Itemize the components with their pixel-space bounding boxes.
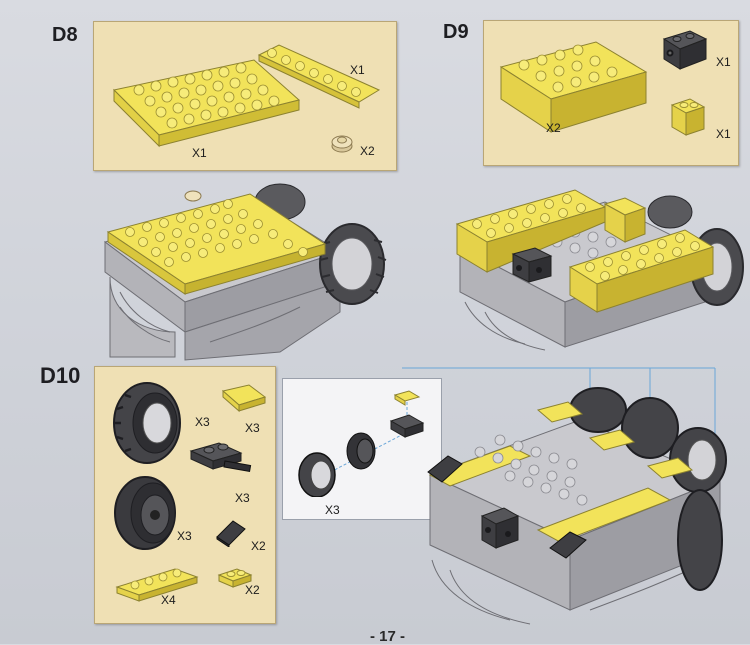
page-number: - 17 - <box>370 628 406 645</box>
yellow-plate-1x8-icon <box>257 44 381 109</box>
yellow-brick-2x6-icon <box>499 41 648 133</box>
step-label-d9: D9 <box>443 21 469 43</box>
round-plate-icon <box>331 135 353 153</box>
qty-tire: X3 <box>195 415 210 429</box>
yellow-brick-1x2-icon <box>670 98 706 136</box>
dark-slope-icon <box>216 520 246 547</box>
qty-long-brick: X2 <box>546 121 561 135</box>
sub-assembly-panel-d10: X3 <box>282 378 442 520</box>
qty-round-plate: X2 <box>360 144 375 158</box>
axle-plate-icon <box>189 442 252 473</box>
dark-technic-brick-icon <box>662 30 708 70</box>
wheel-assembly-icon <box>298 390 425 497</box>
step-label-d8: D8 <box>52 24 78 46</box>
parts-panel-d8: X1 X1 X2 <box>93 21 397 171</box>
qty-plate-long: X1 <box>350 63 365 77</box>
qty-wheel-assembly: X3 <box>325 503 340 517</box>
tire-icon <box>113 382 181 464</box>
qty-plate-large: X1 <box>192 146 207 160</box>
yellow-plate-4x8-icon <box>112 59 301 148</box>
qty-dark-brick: X1 <box>716 55 731 69</box>
qty-tile: X3 <box>245 421 260 435</box>
qty-small-brick: X1 <box>716 127 731 141</box>
parts-panel-d10: X3 X3 X3 X3 X2 X4 <box>94 366 276 624</box>
parts-panel-d9: X2 X1 X1 <box>483 20 739 166</box>
qty-plate-1x4: X4 <box>161 593 176 607</box>
qty-rim: X3 <box>177 529 192 543</box>
yellow-plate-1x2-icon <box>217 568 253 588</box>
yellow-plate-1x4-icon <box>115 568 199 602</box>
qty-axle-plate: X3 <box>235 491 250 505</box>
qty-slope: X2 <box>251 539 266 553</box>
qty-plate-1x2: X2 <box>245 583 260 597</box>
wheel-rim-icon <box>114 476 176 550</box>
assembly-d10-icon <box>427 387 727 625</box>
yellow-tile-icon <box>221 384 267 413</box>
assembly-d9-icon <box>455 189 744 351</box>
assembly-d8-icon <box>103 183 387 361</box>
step-label-d10: D10 <box>40 363 81 388</box>
